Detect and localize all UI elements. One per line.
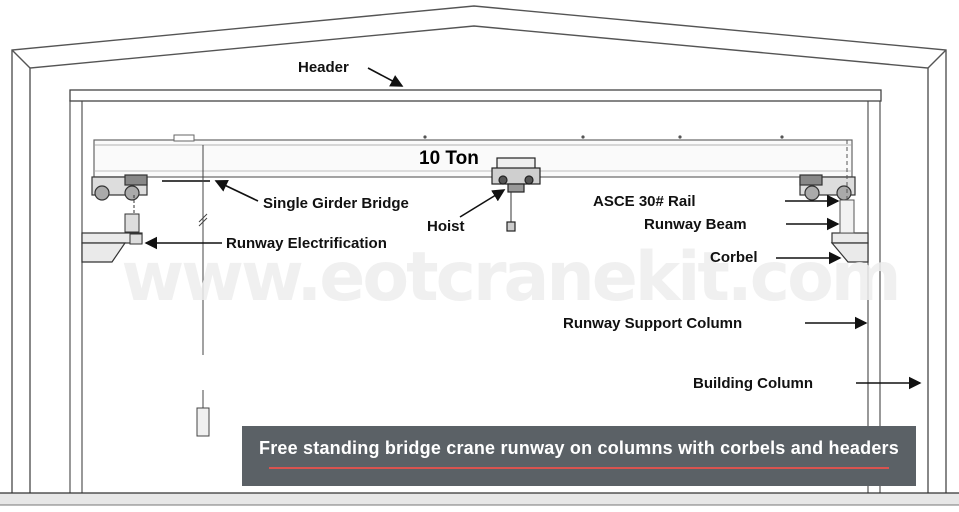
corbel-label: Corbel xyxy=(710,249,758,266)
runway-beam-right xyxy=(839,140,855,234)
hoist-arrow xyxy=(459,189,506,218)
hoist-label: Hoist xyxy=(427,218,465,235)
watermark: www.eotcranekit.com xyxy=(121,238,898,317)
building-column-label: Building Column xyxy=(693,375,813,392)
hoist-unit xyxy=(491,157,541,232)
capacity-label: 10 Ton xyxy=(419,148,479,169)
end-truck-left xyxy=(91,174,148,201)
caption-underline xyxy=(269,467,889,469)
building-outline xyxy=(11,5,947,505)
runway-support-column-label: Runway Support Column xyxy=(563,315,742,332)
bridge-label: Single Girder Bridge xyxy=(263,195,409,212)
caption-text: Free standing bridge crane runway on col… xyxy=(259,438,899,458)
rail-label: ASCE 30# Rail xyxy=(593,193,696,210)
corbel-right xyxy=(830,232,869,263)
header-arrow xyxy=(367,67,404,87)
runway-beam-label: Runway Beam xyxy=(644,216,747,233)
floor xyxy=(0,492,959,506)
leader-arrows xyxy=(144,67,922,390)
caption-banner: Free standing bridge crane runway on col… xyxy=(242,426,916,486)
header-label: Header xyxy=(298,59,349,76)
bridge-girder xyxy=(93,134,853,182)
header-beam xyxy=(69,89,882,102)
bridge-arrow xyxy=(214,180,259,202)
runway-electrification xyxy=(124,195,143,245)
pendant-cable xyxy=(196,145,210,437)
electrification-label: Runway Electrification xyxy=(226,235,387,252)
